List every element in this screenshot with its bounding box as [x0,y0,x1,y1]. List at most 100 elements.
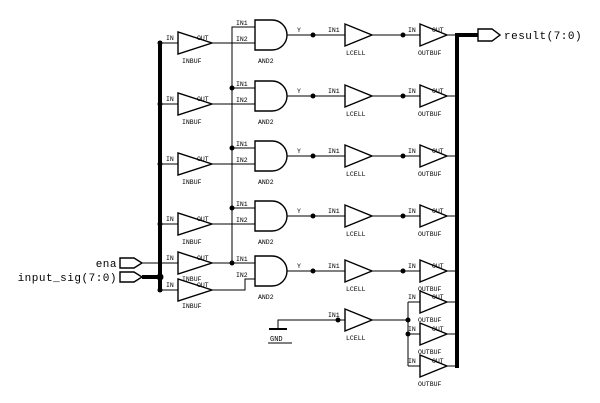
buffer-symbol[interactable] [344,143,374,169]
outbuf-output-wires [447,34,457,367]
junction-dot [157,161,163,167]
buffer-symbol[interactable] [419,83,449,109]
and-gate-symbol[interactable] [254,80,288,112]
inbuf-out-label: OUT [197,216,209,223]
lcell-type-label: LCELL [346,111,366,118]
and2-5[interactable]: IN1 IN2 Y AND2 [236,255,301,301]
buffer-symbol[interactable] [419,289,449,315]
port-ena[interactable]: ena [96,257,144,271]
and-in2-label: IN2 [236,97,248,104]
lcell-type-label: LCELL [346,335,366,342]
buffer-symbol[interactable] [344,22,374,48]
inbuf-type-label: INBUF [182,179,202,186]
outbuf-2[interactable]: IN OUT OUTBUF [408,83,449,118]
junction-dot [157,40,163,46]
and-gate-symbol[interactable] [254,140,288,172]
input-port-icon[interactable] [119,271,144,283]
outbuf-6[interactable]: IN OUT OUTBUF [408,289,449,324]
outbuf-out-label: OUT [432,27,444,34]
junction-dot [157,221,163,227]
inbuf-in-label: IN [166,255,174,262]
outbuf-4[interactable]: IN OUT OUTBUF [408,203,449,238]
and-y-label: Y [297,148,301,155]
outbuf-out-label: OUT [432,326,444,333]
buffer-symbol[interactable] [419,353,449,379]
outbuf-type-label: OUTBUF [418,381,442,388]
inbuf-input-wires [142,42,178,291]
outbuf-8[interactable]: IN OUT OUTBUF [408,353,449,388]
outbuf-in-label: IN [408,208,416,215]
inbuf-2[interactable]: IN OUT INBUF [166,92,215,126]
gnd-symbol[interactable]: GND [268,328,292,344]
lcell-5[interactable]: IN1 LCELL [328,258,374,293]
ena-distribution-wire [231,26,255,264]
inbuf-type-label: INBUF [182,303,202,310]
and-y-label: Y [297,263,301,270]
outbuf-type-label: OUTBUF [418,231,442,238]
input-port-icon[interactable] [119,257,144,269]
buffer-symbol[interactable] [177,278,215,302]
lcell-3[interactable]: IN1 LCELL [328,143,374,178]
buffer-symbol[interactable] [419,258,449,284]
lcell-1[interactable]: IN1 LCELL [328,22,374,57]
buffer-symbol[interactable] [419,203,449,229]
and-type-label: AND2 [258,239,274,246]
buffer-symbol[interactable] [177,152,215,176]
and-in2-label: IN2 [236,217,248,224]
outbuf-5[interactable]: IN OUT OUTBUF [408,258,449,293]
buffer-symbol[interactable] [177,31,215,55]
input-bus [142,41,162,292]
outbuf-1[interactable]: IN OUT OUTBUF [408,22,449,57]
output-port-icon[interactable] [477,28,502,42]
buffer-symbol[interactable] [419,22,449,48]
buffer-symbol[interactable] [177,212,215,236]
junction-dot [229,205,235,211]
and2-3[interactable]: IN1 IN2 Y AND2 [236,140,301,186]
and-gate-symbol[interactable] [254,200,288,232]
gnd-label: GND [270,336,283,344]
result-port-label: result(7:0) [504,31,582,43]
outbuf-3[interactable]: IN OUT OUTBUF [408,143,449,178]
buffer-symbol[interactable] [419,321,449,347]
port-input-sig[interactable]: input_sig(7:0) [18,271,144,285]
lcell-in1-label: IN1 [328,208,340,215]
lcell-in1-label: IN1 [328,312,340,319]
outbuf-type-label: OUTBUF [418,317,442,324]
inbuf-1[interactable]: IN OUT INBUF [166,31,215,65]
inbuf-in-label: IN [166,96,174,103]
and-gate-symbol[interactable] [254,19,288,51]
inbuf-3[interactable]: IN OUT INBUF [166,152,215,186]
cluster-distribution-wire [372,301,420,367]
inbuf-6[interactable]: IN OUT INBUF [166,278,215,310]
lcell-2[interactable]: IN1 LCELL [328,83,374,118]
inbuf-5[interactable]: IN OUT INBUF [166,251,215,283]
buffer-symbol[interactable] [344,83,374,109]
inbuf-4[interactable]: IN OUT INBUF [166,212,215,246]
inbuf-out-label: OUT [197,156,209,163]
and2-4[interactable]: IN1 IN2 Y AND2 [236,200,301,246]
outbuf-7[interactable]: IN OUT OUTBUF [408,321,449,356]
outbuf-in-label: IN [408,263,416,270]
lcell-in1-label: IN1 [328,88,340,95]
and2-2[interactable]: IN1 IN2 Y AND2 [236,80,301,126]
lcell-4[interactable]: IN1 LCELL [328,203,374,238]
lcell-6[interactable]: IN1 LCELL [328,307,374,342]
junction-dot [310,32,316,38]
junction-dot [310,93,316,99]
inbuf-type-label: INBUF [182,119,202,126]
and-output-wires [287,34,345,272]
buffer-symbol[interactable] [419,143,449,169]
port-result[interactable]: result(7:0) [477,28,582,43]
buffer-symbol[interactable] [344,258,374,284]
gnd-wire [277,319,345,329]
and2-1[interactable]: IN1 IN2 Y AND2 [236,19,301,65]
buffer-symbol[interactable] [177,92,215,116]
junction-dot [400,213,406,219]
and-gate-symbol[interactable] [254,255,288,287]
buffer-symbol[interactable] [344,203,374,229]
buffer-symbol[interactable] [344,307,374,333]
lcell-type-label: LCELL [346,171,366,178]
buffer-symbol[interactable] [177,251,215,275]
outbuf-type-label: OUTBUF [418,349,442,356]
